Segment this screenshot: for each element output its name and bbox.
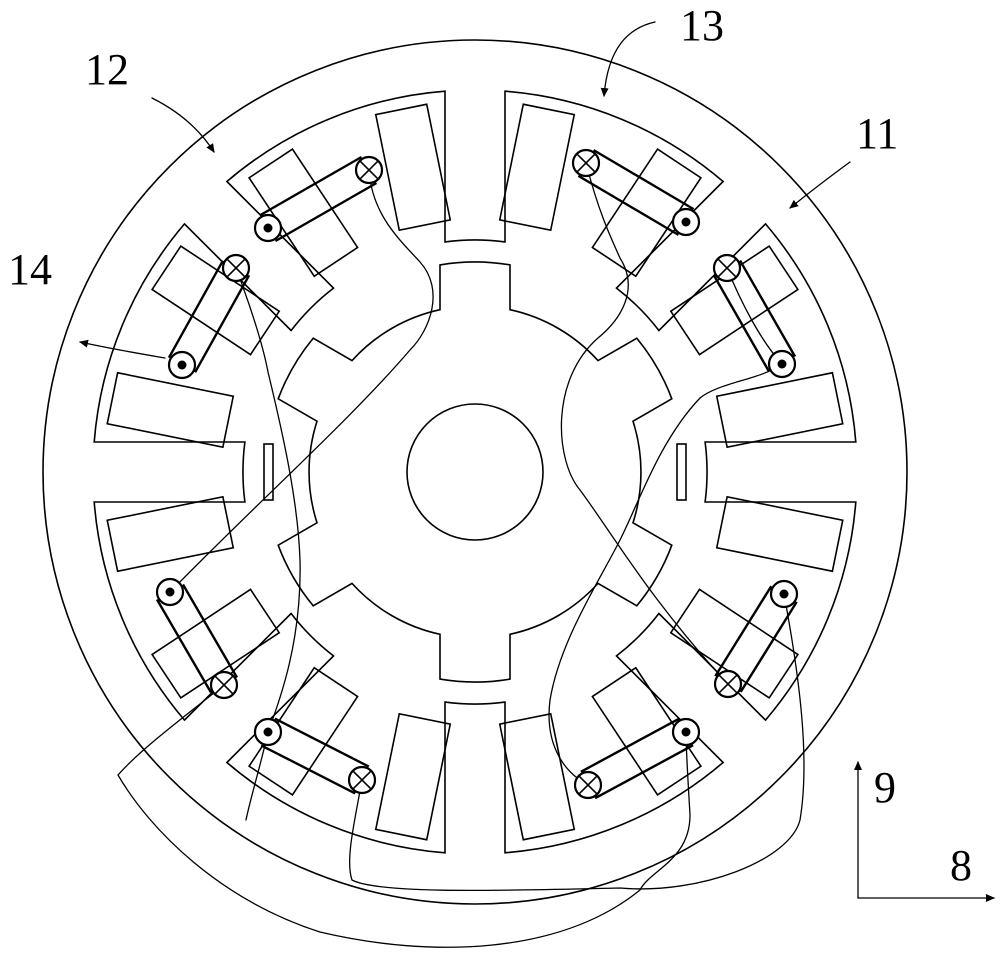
stator-outer-edge — [42, 39, 908, 905]
winding-wire — [548, 267, 783, 786]
coil-windings — [155, 148, 799, 800]
slot-block — [247, 666, 359, 796]
winding-wire — [169, 169, 434, 593]
coil-bottom-left — [253, 717, 377, 795]
slot-block — [106, 371, 235, 449]
slot-block — [715, 371, 844, 449]
leader-12 — [151, 97, 215, 153]
leader-lines — [79, 21, 851, 359]
coil-12 — [253, 155, 384, 243]
label-12: 12 — [85, 45, 129, 94]
winding-wire — [560, 162, 729, 685]
winding-wire — [117, 684, 691, 948]
leader-13 — [600, 21, 656, 97]
coil-11 — [712, 253, 797, 379]
axis-y-label: 9 — [874, 763, 896, 812]
flux-barrier — [263, 443, 274, 501]
rotor — [263, 261, 687, 683]
label-14: 14 — [8, 245, 52, 294]
rotor-outline — [277, 261, 673, 683]
slot-block — [498, 712, 576, 841]
flux-barrier — [676, 443, 687, 501]
coil-13 — [571, 148, 701, 237]
axis-indicator: 9 8 — [854, 761, 995, 902]
slot-block — [498, 103, 576, 232]
coil-bottom-right — [573, 717, 701, 800]
stator — [42, 39, 908, 905]
label-13: 13 — [680, 1, 724, 50]
connecting-wires — [117, 162, 805, 948]
stator-inner-outline — [93, 90, 857, 854]
slot-block — [715, 495, 844, 573]
axis-x-label: 8 — [950, 841, 972, 890]
coil-14 — [167, 253, 251, 380]
winding-wire — [349, 593, 805, 892]
shaft — [406, 403, 544, 541]
coil-lower-right — [713, 579, 799, 699]
leader-11 — [789, 161, 851, 209]
slot-block — [591, 148, 703, 278]
slot-block — [591, 666, 703, 796]
slot-block — [106, 495, 235, 573]
coil-lower-left — [155, 577, 239, 700]
slot-block — [374, 712, 452, 841]
winding-wire — [235, 267, 301, 733]
leader-14 — [79, 339, 166, 359]
slot-block — [374, 103, 452, 232]
label-11: 11 — [856, 109, 898, 158]
